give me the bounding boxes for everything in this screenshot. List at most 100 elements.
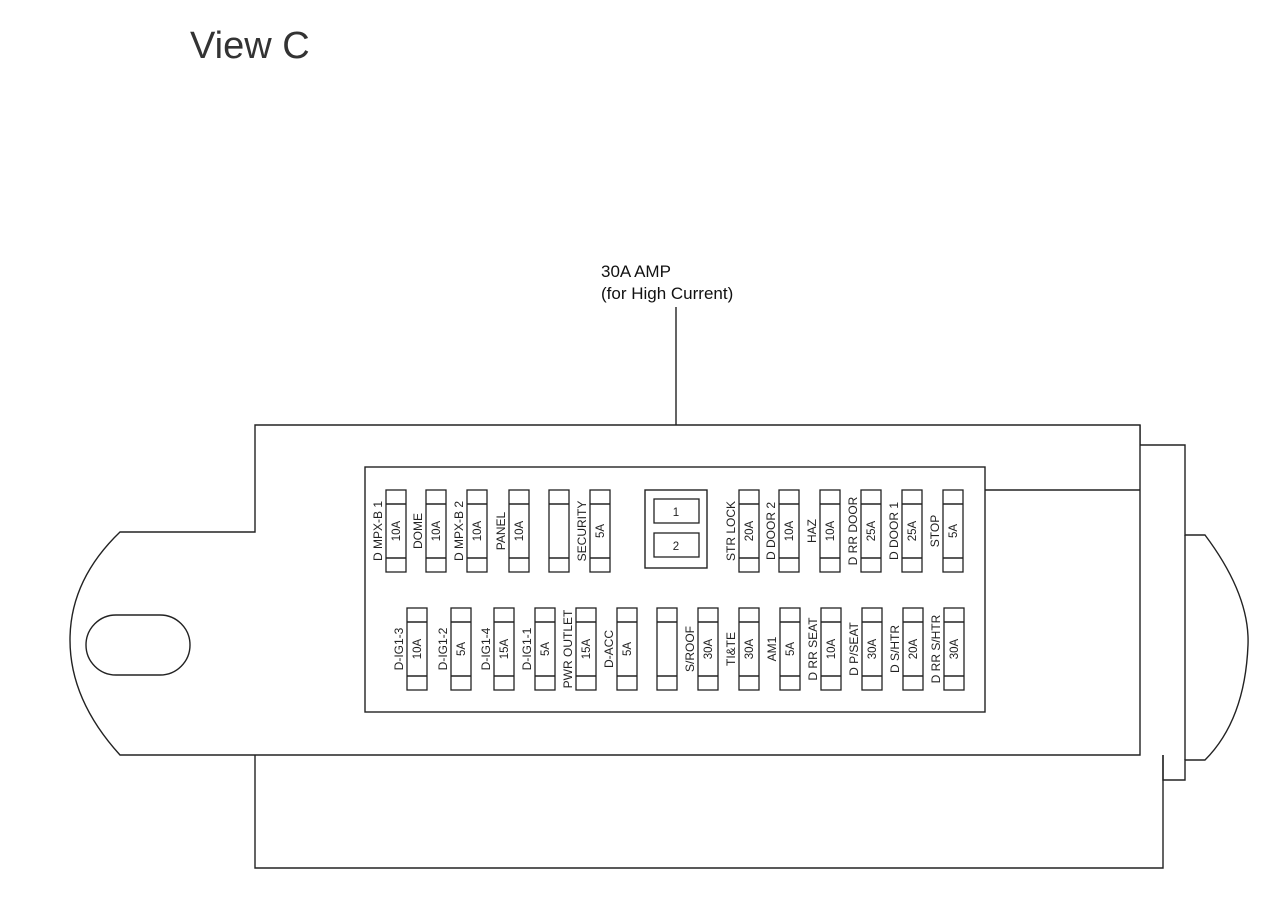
fuse-circuit-label: SECURITY: [575, 501, 589, 562]
fuse-body: [779, 607, 801, 691]
relay-terminal-2: 2: [673, 541, 679, 553]
fuse-body: [697, 607, 719, 691]
fuse-circuit-label: D-IG1-1: [520, 627, 534, 670]
fuse-body: [901, 489, 923, 573]
fuse-circuit-label: D RR DOOR: [846, 496, 860, 565]
fuse-rating: 5A: [456, 642, 468, 656]
fuse-slot-bottom-row-6: 5A D-ACC: [602, 607, 638, 691]
fuse-slot-bottom-row-14: 30A D RR S/HTR: [929, 607, 965, 691]
fuse-circuit-label: D-IG1-3: [392, 627, 406, 670]
fuse-circuit-label: PANEL: [494, 511, 508, 550]
fuse-rating: 5A: [785, 642, 797, 656]
fuse-slot-top-row-8: 10A D DOOR 2: [764, 489, 800, 573]
fuse-body: [820, 607, 842, 691]
fuse-body: [466, 489, 488, 573]
fuse-slot-top-row-11: 25A D DOOR 1: [887, 489, 923, 573]
fuse-body: [819, 489, 841, 573]
fuse-body: [616, 607, 638, 691]
fuse-body: [656, 607, 678, 691]
fuse-rating: 10A: [391, 520, 403, 541]
fuse-slot-top-row-6: 5A SECURITY: [575, 489, 611, 573]
fuse-circuit-label: D RR S/HTR: [929, 614, 943, 683]
fuse-circuit-label: D-ACC: [602, 630, 616, 668]
fuse-body: [860, 489, 882, 573]
housing-right-tab: [1139, 425, 1249, 781]
fuse-circuit-label: STR LOCK: [724, 501, 738, 561]
fuse-rating: 15A: [581, 638, 593, 659]
fuse-circuit-label: D RR SEAT: [806, 617, 820, 681]
fuse-rating: 10A: [825, 520, 837, 541]
fuse-circuit-label: D-IG1-2: [436, 627, 450, 670]
fuse-body: [534, 607, 556, 691]
fuse-slot-top-row-3: 10A D MPX-B 2: [452, 489, 488, 573]
fuse-slot-top-row-1: 10A D MPX-B 1: [371, 489, 407, 573]
housing-lower-plate: [254, 755, 1164, 869]
fuse-slot-bottom-row-8: 30A S/ROOF: [683, 607, 719, 691]
fuse-rating: 30A: [867, 638, 879, 659]
fuse-rating: 10A: [826, 638, 838, 659]
fuse-circuit-label: AM1: [765, 636, 779, 661]
fuse-slot-bottom-row-12: 30A D P/SEAT: [847, 607, 883, 691]
fuse-slot-bottom-row-4: 5A D-IG1-1: [520, 607, 556, 691]
fuse-slot-bottom-row-1: 10A D-IG1-3: [392, 607, 428, 691]
fuse-rating: 10A: [431, 520, 443, 541]
relay-30a-amp: 1 2: [644, 489, 708, 569]
fuse-circuit-label: HAZ: [805, 519, 819, 543]
fuse-circuit-label: D DOOR 1: [887, 502, 901, 560]
fuse-body: [575, 607, 597, 691]
fuse-circuit-label: D-IG1-4: [479, 627, 493, 670]
fuse-rating: 5A: [622, 642, 634, 656]
fuse-rating: 30A: [949, 638, 961, 659]
fuse-body: [943, 607, 965, 691]
fuse-rating: 30A: [744, 638, 756, 659]
fuse-slot-top-row-10: 25A D RR DOOR: [846, 489, 882, 573]
fuse-rating: 5A: [948, 524, 960, 538]
fuse-circuit-label: D S/HTR: [888, 625, 902, 673]
fuse-slot-bottom-row-3: 15A D-IG1-4: [479, 607, 515, 691]
fuse-body: [942, 489, 964, 573]
fuse-rating: 10A: [784, 520, 796, 541]
fuse-rating: 15A: [499, 638, 511, 659]
fuse-circuit-label: PWR OUTLET: [561, 609, 575, 688]
fuse-rating: 20A: [744, 520, 756, 541]
view-title: View C: [190, 25, 310, 67]
fuse-slot-bottom-row-10: 5A AM1: [765, 607, 801, 691]
fuse-circuit-label: TI&TE: [724, 632, 738, 666]
fuse-slot-top-row-5: [548, 489, 570, 573]
fuse-rating: 10A: [514, 520, 526, 541]
fuse-body: [450, 607, 472, 691]
fuse-circuit-label: D MPX-B 1: [371, 501, 385, 561]
fuse-body: [493, 607, 515, 691]
fuse-rating: 25A: [866, 520, 878, 541]
fuse-body: [861, 607, 883, 691]
fuse-rating: 10A: [412, 638, 424, 659]
fuse-slot-bottom-row-9: 30A TI&TE: [724, 607, 760, 691]
fuse-slot-top-row-4: 10A PANEL: [494, 489, 530, 573]
fuse-body: [508, 489, 530, 573]
fuse-circuit-label: STOP: [928, 515, 942, 547]
fuse-circuit-label: D P/SEAT: [847, 621, 861, 675]
fuse-rating: 5A: [540, 642, 552, 656]
callout-line-1: 30A AMP: [601, 262, 671, 281]
fuse-circuit-label: S/ROOF: [683, 626, 697, 672]
fuse-circuit-label: D MPX-B 2: [452, 501, 466, 561]
fuse-rating: 25A: [907, 520, 919, 541]
fuse-slot-bottom-row-2: 5A D-IG1-2: [436, 607, 472, 691]
fuse-body: [589, 489, 611, 573]
fuse-body: [385, 489, 407, 573]
relay-terminal-1: 1: [673, 507, 679, 519]
fuse-rating: 10A: [472, 520, 484, 541]
fuse-body: [548, 489, 570, 573]
fuse-slot-bottom-row-7: [656, 607, 678, 691]
fuse-body: [738, 607, 760, 691]
fuse-rating: 5A: [595, 524, 607, 538]
fuse-slot-top-row-12: 5A STOP: [928, 489, 964, 573]
fuse-body: [778, 489, 800, 573]
fuse-rating: 30A: [703, 638, 715, 659]
fuse-circuit-label: D DOOR 2: [764, 502, 778, 560]
fuse-body: [738, 489, 760, 573]
